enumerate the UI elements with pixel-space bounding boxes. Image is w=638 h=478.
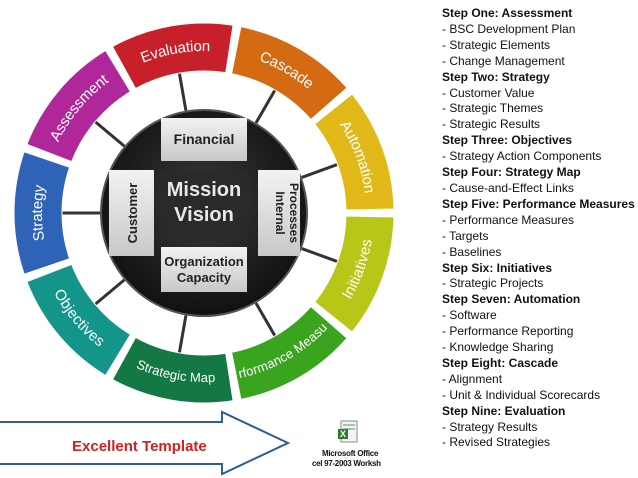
hub-tile-bottom — [161, 247, 247, 292]
step-title: Step Six: Initiatives — [442, 260, 553, 275]
step-item: - Targets — [442, 228, 489, 243]
embedded-object-subtitle[interactable]: cel 97-2003 Worksh — [312, 459, 381, 468]
wheel-spoke — [254, 302, 277, 337]
wheel-segment — [111, 336, 234, 404]
step-title: Step Seven: Automation — [442, 292, 581, 307]
step-item: - Customer Value — [442, 85, 535, 100]
wheel-spoke — [177, 72, 188, 111]
wheel-segment — [26, 49, 132, 163]
hub-center-line2: Vision — [174, 204, 234, 226]
wheel-spoke — [177, 315, 188, 354]
step-item: - Baselines — [442, 244, 502, 259]
hub-tile-top — [161, 118, 247, 161]
hub-right-line2: Processes — [287, 183, 301, 243]
step-item: - Performance Reporting — [442, 324, 574, 339]
step-item: - Software — [442, 308, 497, 323]
step-item: - Performance Measures — [442, 212, 575, 227]
step-item: - Strategic Results — [442, 117, 541, 132]
wheel-spoke — [94, 120, 126, 148]
hub-tile-center — [161, 170, 247, 240]
wheel-spoke — [94, 278, 126, 306]
hub-bottom-line1: Organization — [164, 254, 244, 269]
step-item: - Knowledge Sharing — [442, 340, 554, 355]
step-title: Step Four: Strategy Map — [442, 165, 581, 180]
hub-tile-right — [258, 170, 300, 256]
banner-arrow — [0, 410, 291, 476]
step-item: - Unit & Individual Scorecards — [442, 387, 601, 402]
wheel-segment — [230, 26, 348, 121]
step-item: - Change Management — [442, 53, 565, 68]
wheel-spokes — [62, 72, 338, 354]
wheel-spoke — [301, 163, 338, 179]
wheel-segment — [313, 215, 395, 333]
step-title: Step Three: Objectives — [442, 133, 573, 148]
hub-right-line1: Internal — [273, 191, 287, 234]
hub-center-line1: Mission — [167, 179, 241, 201]
step-title: Step Nine: Evaluation — [442, 403, 566, 418]
step-title: Step Two: Strategy — [442, 69, 550, 84]
step-title: Step One: Assessment — [442, 6, 573, 20]
wheel-segment — [313, 93, 395, 211]
hub-tiles — [109, 118, 300, 292]
svg-text:X: X — [340, 429, 346, 439]
wheel-segment — [26, 263, 132, 377]
wheel-segment — [111, 22, 234, 90]
strategy-wheel: AssessmentEvaluationCascadeAutomationIni… — [13, 22, 395, 404]
step-item: - BSC Development Plan — [442, 21, 576, 36]
excel-worksheet-icon[interactable]: X — [337, 420, 361, 444]
step-item: - Revised Strategies — [442, 435, 551, 450]
hub-tile-left — [109, 170, 154, 256]
step-item: - Strategic Elements — [442, 37, 551, 52]
step-item: - Strategy Action Components — [442, 149, 602, 164]
step-item: - Strategic Themes — [442, 101, 544, 116]
wheel-spoke — [254, 89, 277, 124]
step-item: - Strategy Results — [442, 419, 538, 434]
hub-left-label: Customer — [125, 183, 140, 244]
wheel-segment — [13, 151, 71, 275]
step-title: Step Eight: Cascade — [442, 355, 559, 370]
step-title: Step Five: Performance Measures — [442, 196, 635, 211]
banner-label: Excellent Template — [72, 438, 207, 455]
step-item: - Cause-and-Effect Links — [442, 180, 574, 195]
steps-list: Step One: Assessment- BSC Development Pl… — [442, 6, 636, 451]
step-item: - Strategic Projects — [442, 276, 544, 291]
hub-top-label: Financial — [174, 131, 235, 147]
wheel-segment — [230, 305, 348, 400]
embedded-object-title[interactable]: Microsoft Office — [322, 449, 379, 458]
step-item: - Alignment — [442, 371, 503, 386]
wheel-spoke — [301, 247, 338, 263]
hub-bottom-line2: Capacity — [177, 270, 232, 285]
wheel-segment-label: Strategy — [29, 183, 48, 242]
